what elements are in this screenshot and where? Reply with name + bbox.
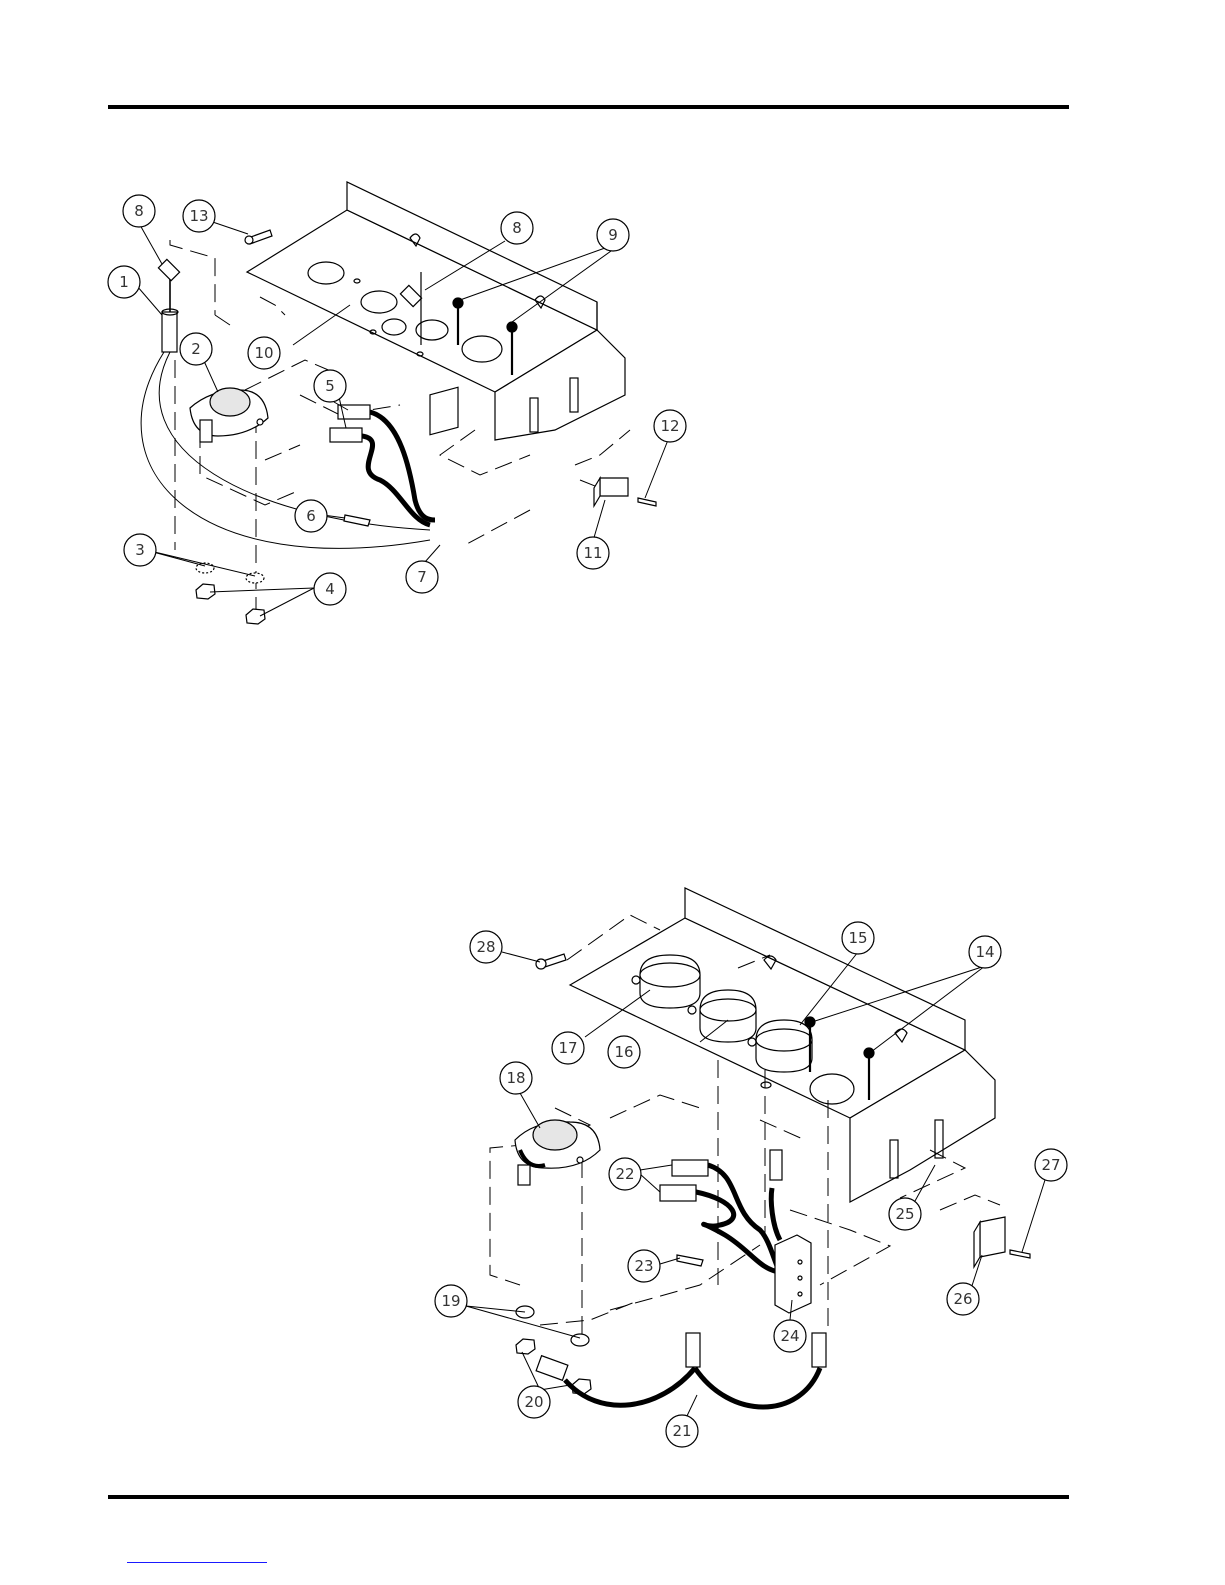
callout-17: 17 — [552, 1032, 584, 1064]
svg-text:5: 5 — [325, 377, 335, 395]
svg-text:27: 27 — [1041, 1156, 1060, 1174]
callout-6: 6 — [295, 500, 327, 532]
diagram-bottom: 14 15 16 17 18 19 20 21 22 23 24 25 26 2… — [435, 888, 1067, 1447]
svg-text:4: 4 — [325, 580, 335, 598]
svg-text:16: 16 — [614, 1043, 633, 1061]
svg-text:15: 15 — [848, 929, 867, 947]
callout-16: 16 — [608, 1036, 640, 1068]
top-pin — [344, 515, 370, 526]
svg-text:1: 1 — [119, 273, 129, 291]
top-hardware — [196, 563, 265, 624]
bottom-hardware — [516, 1306, 591, 1394]
diagram-top: 1 2 3 4 5 6 7 8 8 9 10 11 12 13 — [108, 182, 686, 624]
callout-1: 1 — [108, 266, 140, 298]
top-screw-13 — [245, 230, 272, 244]
callout-2: 2 — [180, 333, 212, 365]
svg-text:26: 26 — [953, 1290, 972, 1308]
top-thermostat — [190, 388, 268, 442]
bottom-thermostat — [515, 1120, 600, 1185]
callout-25: 25 — [889, 1198, 921, 1230]
callout-15: 15 — [842, 922, 874, 954]
bottom-pin — [677, 1255, 703, 1266]
callout-22: 22 — [609, 1158, 641, 1190]
callout-8a: 8 — [123, 195, 155, 227]
callout-20: 20 — [518, 1386, 550, 1418]
svg-text:9: 9 — [608, 226, 618, 244]
svg-text:3: 3 — [135, 541, 145, 559]
svg-text:19: 19 — [441, 1292, 460, 1310]
callout-21: 21 — [666, 1415, 698, 1447]
svg-text:21: 21 — [672, 1422, 691, 1440]
svg-text:2: 2 — [191, 340, 201, 358]
callout-8b: 8 — [501, 212, 533, 244]
callout-5: 5 — [314, 370, 346, 402]
svg-text:17: 17 — [558, 1039, 577, 1057]
svg-text:23: 23 — [634, 1257, 653, 1275]
callout-9: 9 — [597, 219, 629, 251]
callout-26: 26 — [947, 1283, 979, 1315]
callout-4: 4 — [314, 573, 346, 605]
svg-text:22: 22 — [615, 1165, 634, 1183]
svg-text:18: 18 — [506, 1069, 525, 1087]
top-clip — [594, 478, 656, 506]
svg-text:12: 12 — [660, 417, 679, 435]
callout-27: 27 — [1035, 1149, 1067, 1181]
bottom-terminal-block — [775, 1235, 811, 1313]
callout-24: 24 — [774, 1320, 806, 1352]
svg-text:28: 28 — [476, 938, 495, 956]
svg-text:20: 20 — [524, 1393, 543, 1411]
callout-3: 3 — [124, 534, 156, 566]
bottom-wire-harness — [660, 1150, 782, 1272]
svg-text:25: 25 — [895, 1205, 914, 1223]
svg-text:7: 7 — [417, 568, 427, 586]
svg-text:14: 14 — [975, 943, 994, 961]
callout-10: 10 — [248, 337, 280, 369]
bottom-screw-28 — [536, 954, 566, 969]
callout-12: 12 — [654, 410, 686, 442]
bottom-clip — [974, 1217, 1030, 1267]
top-wire-harness — [330, 387, 458, 590]
callout-7: 7 — [406, 561, 438, 593]
callout-13: 13 — [183, 200, 215, 232]
svg-text:24: 24 — [780, 1327, 799, 1345]
callout-11: 11 — [577, 537, 609, 569]
svg-text:6: 6 — [306, 507, 316, 525]
svg-text:8: 8 — [134, 202, 144, 220]
callout-23: 23 — [628, 1250, 660, 1282]
callout-28: 28 — [470, 931, 502, 963]
callout-18: 18 — [500, 1062, 532, 1094]
svg-text:11: 11 — [583, 544, 602, 562]
svg-text:8: 8 — [512, 219, 522, 237]
callout-14: 14 — [969, 936, 1001, 968]
svg-text:13: 13 — [189, 207, 208, 225]
svg-text:10: 10 — [254, 344, 273, 362]
callout-19: 19 — [435, 1285, 467, 1317]
